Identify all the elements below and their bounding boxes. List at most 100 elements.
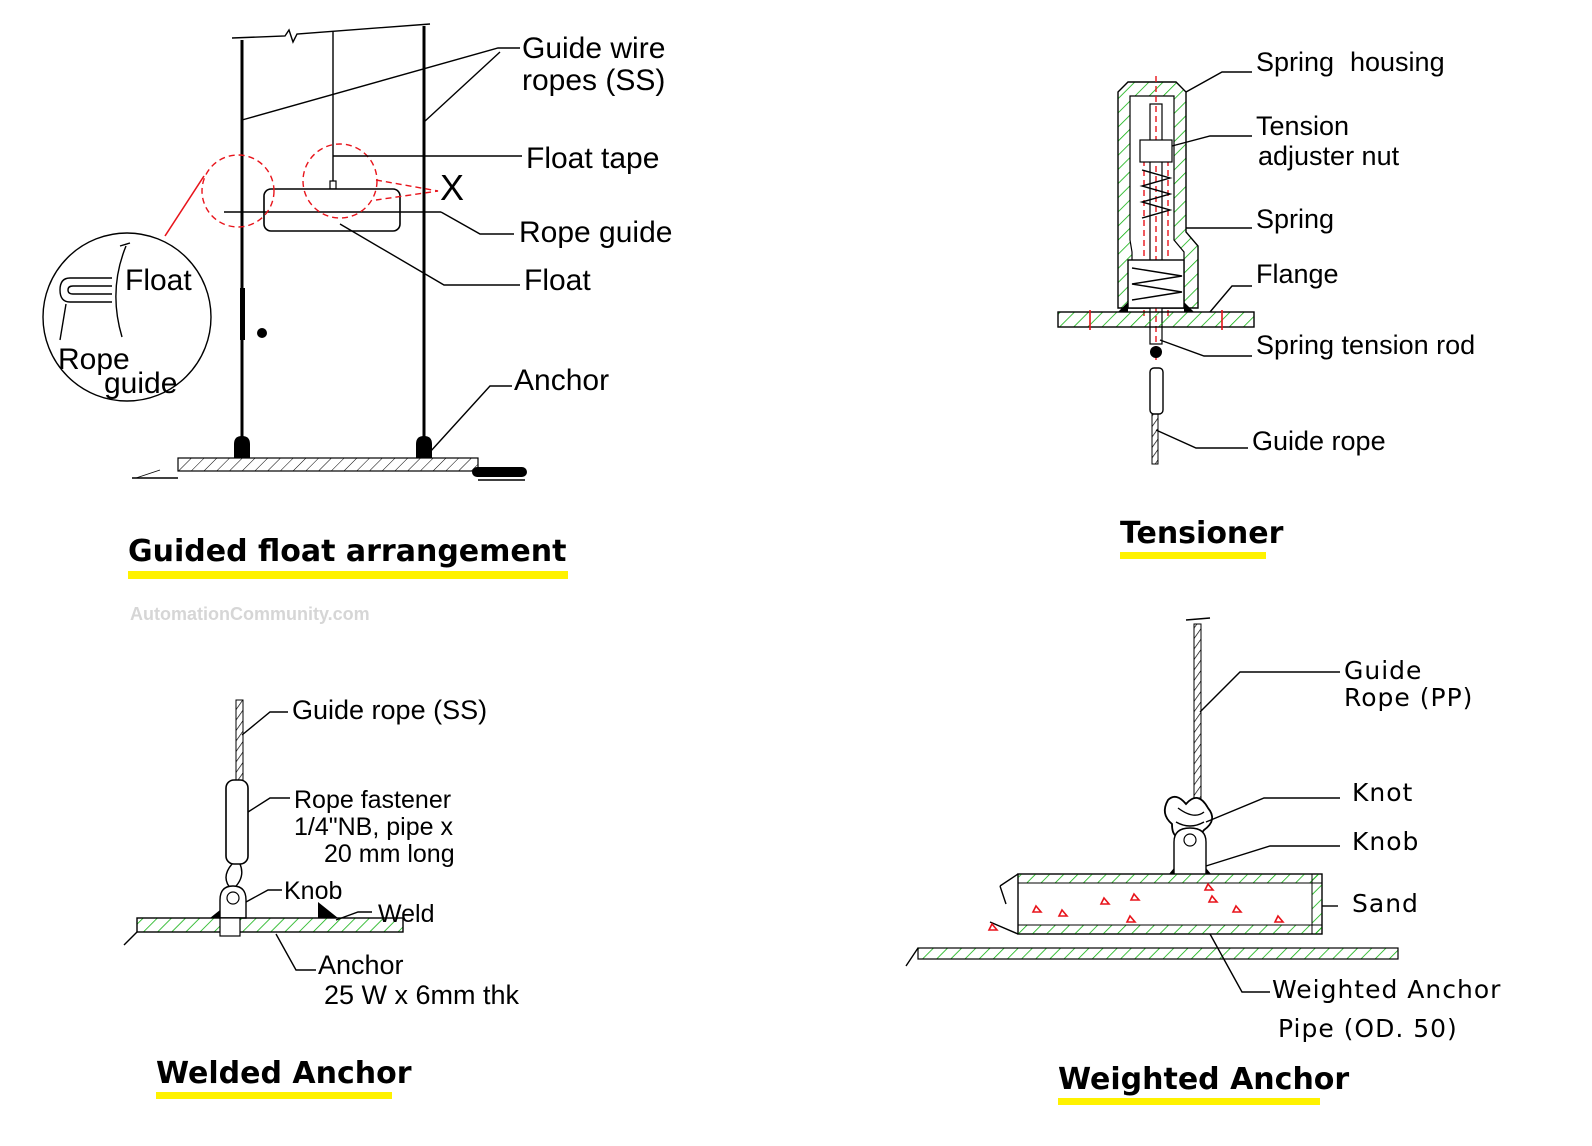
label-float: Float	[524, 264, 591, 297]
label-guide-wire: Guide wire	[522, 32, 665, 65]
flange-weld-left	[1118, 302, 1128, 312]
plate-break	[123, 931, 138, 946]
guide-pp-leader	[1199, 671, 1340, 713]
weld-fillet-left	[210, 910, 220, 918]
flange-weld-right	[1184, 302, 1194, 312]
label-spring-housing-1: Spring	[1256, 47, 1334, 77]
label-detail-float: Float	[125, 264, 192, 297]
rope-fastener-pipe	[225, 779, 249, 865]
title-underline-welded	[156, 1092, 392, 1099]
marker-dot	[257, 328, 267, 338]
label-rope-guide: Rope guide	[519, 216, 672, 249]
label-pipe-od: Pipe (OD. 50)	[1278, 1014, 1458, 1043]
float-leader	[339, 223, 520, 286]
label-tension: Tension	[1256, 111, 1349, 141]
detail-leader-line	[164, 175, 205, 237]
rope-fastener	[1149, 367, 1164, 415]
pipe-wall-top	[1017, 873, 1323, 884]
guide-wire-leader-1	[241, 47, 520, 121]
pipe-break	[989, 873, 1019, 935]
top-break-line	[231, 23, 431, 44]
rope-knot	[1163, 795, 1214, 839]
label-adjuster-nut: adjuster nut	[1258, 141, 1400, 171]
label-detail-rope: Rope	[58, 343, 130, 376]
watermark-text: AutomationCommunity.com	[130, 604, 370, 624]
knob-leader	[245, 889, 282, 903]
detail-circle-right	[302, 143, 378, 219]
title-welded-anchor: Welded Anchor	[156, 1056, 412, 1091]
detail-magnifier	[42, 232, 212, 402]
detail-x-leader	[375, 179, 439, 201]
knob-base	[219, 917, 241, 937]
ground-tick	[135, 469, 161, 479]
guide-rope-tensioner	[1151, 413, 1159, 465]
knob-hole	[226, 891, 240, 905]
label-knob-weighted: Knob	[1352, 827, 1419, 856]
label-guide-pp: Guide	[1344, 656, 1422, 685]
float-body	[263, 188, 401, 232]
anchor-leader-welded	[275, 933, 316, 971]
weighted-knob	[1173, 827, 1207, 881]
knot-leader	[1205, 797, 1340, 823]
title-guided-float: Guided float arrangement	[128, 534, 566, 569]
detail-rope-leader	[59, 303, 67, 341]
pipe-end-cap	[1311, 873, 1323, 935]
label-rope-fastener: Rope fastener	[294, 786, 451, 814]
label-weighted-anchor: Weighted Anchor	[1272, 975, 1501, 1004]
title-weighted-anchor: Weighted Anchor	[1058, 1062, 1349, 1097]
label-knot: Knot	[1352, 778, 1413, 807]
pipe-wall-bottom	[1017, 924, 1323, 935]
label-anchor-welded: Anchor	[318, 950, 404, 980]
label-detail-guide: guide	[104, 367, 177, 400]
anchor-pad	[472, 467, 527, 477]
adjuster-nut	[1139, 139, 1173, 163]
ground-slab	[177, 457, 479, 472]
title-underline-weighted	[1058, 1098, 1320, 1105]
weld-fillet	[318, 902, 338, 918]
label-flange: Flange	[1256, 259, 1339, 289]
rod-eye	[1150, 346, 1162, 358]
title-underline-tensioner	[1120, 552, 1266, 559]
flange-block	[1127, 259, 1185, 309]
weld-leader	[335, 911, 372, 921]
rod-leader	[1159, 339, 1252, 357]
flange-plate	[1057, 311, 1255, 328]
label-float-tape: Float tape	[526, 142, 659, 175]
weighted-knob-hole	[1183, 833, 1197, 847]
label-weld: Weld	[378, 900, 435, 928]
detail-circle-left	[201, 154, 275, 228]
nut-leader	[1171, 135, 1252, 147]
base-slab	[917, 947, 1399, 960]
guide-rope-leader	[1155, 429, 1248, 449]
sand-markers	[987, 882, 1285, 931]
label-guide-wire-ropes: ropes (SS)	[522, 64, 665, 97]
anchor-plate	[136, 917, 404, 933]
label-spring: Spring	[1256, 204, 1334, 234]
title-underline-guided	[128, 571, 568, 579]
knob-leader-weighted	[1205, 845, 1340, 867]
detail-rope-curve	[115, 245, 127, 338]
label-spring-housing-2: housing	[1350, 47, 1445, 77]
spring-coil-lower	[1131, 267, 1183, 301]
detail-rope-end	[119, 242, 131, 247]
label-knob-welded: Knob	[284, 877, 342, 905]
housing-leader	[1185, 71, 1252, 93]
left-anchor-block	[234, 436, 250, 458]
knot-detail	[1175, 807, 1205, 827]
tensioner-diagram: Spring housing Tension adjuster nut Spri…	[1057, 47, 1475, 559]
label-guide-rope-tensioner: Guide rope	[1252, 426, 1386, 456]
flange-leader	[1209, 285, 1252, 313]
slab-break	[905, 947, 919, 967]
guide-rope-pp	[1193, 623, 1202, 805]
label-fastener-length: 20 mm long	[324, 840, 455, 868]
label-fastener-pipe: 1/4"NB, pipe x	[294, 813, 453, 841]
label-anchor-size: 25 W x 6mm thk	[324, 980, 520, 1010]
rope-weight	[240, 288, 245, 340]
label-anchor: Anchor	[514, 364, 609, 397]
label-x-mark: X	[440, 167, 464, 208]
guide-rope-ss-leader	[241, 711, 288, 736]
guided-float-diagram: Guide wire ropes (SS) Float tape X Rope …	[42, 23, 672, 579]
rope-guide-leader	[440, 211, 514, 235]
anchor-pipe	[1017, 873, 1323, 935]
